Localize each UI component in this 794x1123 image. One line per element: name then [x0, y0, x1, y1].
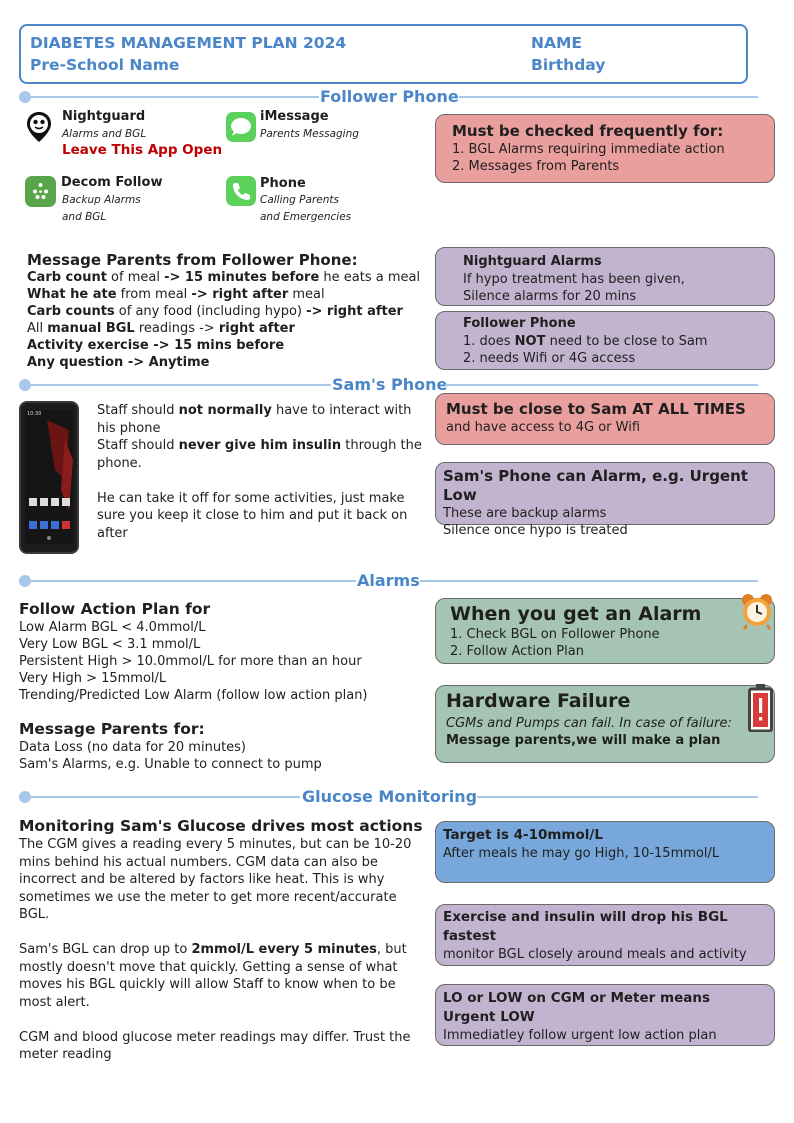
- box-title: LO or LOW on CGM or Meter means Urgent L…: [443, 990, 710, 1025]
- box-title: Exercise and insulin will drop his BGL f…: [443, 909, 728, 944]
- box-line: 1. BGL Alarms requiring immediate action: [452, 142, 725, 157]
- dexcom-follow-icon: [25, 176, 56, 207]
- exercise-insulin-box: Exercise and insulin will drop his BGL f…: [435, 904, 775, 966]
- app-dexcom-desc-1: Backup Alarms: [62, 194, 141, 206]
- follow-action-list: Low Alarm BGL < 4.0mmol/L Very Low BGL <…: [19, 620, 368, 703]
- child-birthday: Birthday: [531, 56, 606, 74]
- phone-status-time: 10:30: [27, 411, 42, 417]
- section-title: Sam's Phone: [332, 375, 448, 394]
- message-line: What he ate from meal -> right after mea…: [27, 287, 325, 302]
- message-line: Carb count of meal -> 15 minutes before …: [27, 270, 421, 285]
- box-title: Sam's Phone can Alarm, e.g. Urgent Low: [443, 467, 748, 504]
- target-range-box: Target is 4-10mmol/L After meals he may …: [435, 821, 775, 883]
- message-parents-for-list: Data Loss (no data for 20 minutes) Sam's…: [19, 740, 322, 772]
- app-dexcom-title: Decom Follow: [61, 175, 163, 190]
- urgent-low-box: LO or LOW on CGM or Meter means Urgent L…: [435, 984, 775, 1046]
- box-title: Nightguard Alarms: [463, 254, 602, 269]
- checked-frequently-box: Must be checked frequently for: 1. BGL A…: [435, 114, 775, 183]
- box-line: Silence alarms for 20 mins: [463, 289, 637, 304]
- message-line: Any question -> Anytime: [27, 355, 210, 370]
- nightguard-icon: [26, 111, 52, 143]
- box-title: Hardware Failure: [446, 690, 631, 712]
- box-line: Message parents,we will make a plan: [446, 733, 721, 748]
- app-phone-desc-2: and Emergencies: [260, 211, 352, 223]
- box-line: and have access to 4G or Wifi: [446, 420, 641, 435]
- section-title: Follower Phone: [320, 87, 459, 106]
- app-dexcom-desc-2: and BGL: [62, 211, 107, 223]
- app-nightguard-desc: Alarms and BGL: [62, 128, 147, 140]
- imessage-icon: [226, 112, 256, 142]
- box-line: If hypo treatment has been given,: [463, 272, 685, 287]
- app-phone-title: Phone: [260, 176, 306, 191]
- section-title: Glucose Monitoring: [302, 787, 478, 806]
- box-line: These are backup alarms: [443, 506, 607, 521]
- follower-phone-box: Follower Phone 1. does NOT need to be cl…: [435, 311, 775, 370]
- box-title: Target is 4-10mmol/L: [443, 827, 603, 843]
- header-box: DIABETES MANAGEMENT PLAN 2024 Pre-School…: [19, 24, 748, 84]
- message-line: All manual BGL readings -> right after: [27, 321, 295, 336]
- section-follower-phone: Follower Phone: [19, 87, 758, 106]
- preschool-name: Pre-School Name: [30, 56, 180, 74]
- box-title: Must be close to Sam AT ALL TIMES: [446, 400, 746, 418]
- sams-phone-alarm-box: Sam's Phone can Alarm, e.g. Urgent Low T…: [435, 462, 775, 538]
- box-line: 1. does NOT need to be close to Sam: [463, 334, 708, 349]
- box-line: Silence once hypo is treated: [443, 523, 628, 538]
- message-lines: Carb count of meal -> 15 minutes before …: [27, 269, 427, 371]
- message-title: Message Parents from Follower Phone:: [27, 251, 358, 269]
- plan-title: DIABETES MANAGEMENT PLAN 2024: [30, 34, 347, 52]
- message-parents-block: Message Parents from Follower Phone:: [27, 251, 427, 270]
- nightguard-alarms-box: Nightguard Alarms If hypo treatment has …: [435, 247, 775, 306]
- message-parents-for-title: Message Parents for:: [19, 720, 205, 738]
- follow-action-title: Follow Action Plan for: [19, 600, 211, 618]
- child-name: NAME: [531, 34, 582, 52]
- box-line: After meals he may go High, 10-15mmol/L: [443, 846, 720, 861]
- box-line: Immediatley follow urgent low action pla…: [443, 1028, 717, 1043]
- close-to-sam-box: Must be close to Sam AT ALL TIMES and ha…: [435, 393, 775, 445]
- section-sams-phone: Sam's Phone: [19, 375, 758, 394]
- box-title: Must be checked frequently for:: [452, 122, 724, 140]
- box-title: Follower Phone: [463, 316, 576, 331]
- message-line: Carb counts of any food (including hypo)…: [27, 304, 403, 319]
- section-glucose-monitoring: Glucose Monitoring: [19, 787, 758, 806]
- hardware-failure-box: Hardware Failure CGMs and Pumps can fail…: [435, 685, 775, 763]
- app-nightguard-warning: Leave This App Open: [62, 142, 223, 158]
- box-line: 2. needs Wifi or 4G access: [463, 351, 636, 366]
- app-imessage-desc: Parents Messaging: [260, 128, 359, 140]
- box-title: When you get an Alarm: [450, 603, 702, 625]
- app-imessage-title: iMessage: [260, 109, 329, 124]
- phone-image: 10:30: [19, 401, 79, 554]
- section-title: Alarms: [357, 571, 420, 590]
- section-alarms: Alarms: [19, 571, 758, 590]
- box-line: monitor BGL closely around meals and act…: [443, 947, 747, 962]
- message-line: Activity exercise -> 15 mins before: [27, 338, 285, 353]
- when-alarm-box: When you get an Alarm 1. Check BGL on Fo…: [435, 598, 775, 664]
- box-line: 2. Messages from Parents: [452, 159, 620, 174]
- box-line: 2. Follow Action Plan: [450, 644, 584, 659]
- sams-phone-text: Staff should not normally have to intera…: [97, 403, 422, 541]
- box-line: CGMs and Pumps can fail. In case of fail…: [446, 716, 732, 731]
- app-phone-desc-1: Calling Parents: [260, 194, 339, 206]
- alarm-clock-icon: [740, 592, 774, 630]
- battery-warning-icon: [748, 684, 773, 733]
- box-line: 1. Check BGL on Follower Phone: [450, 627, 660, 642]
- app-nightguard-title: Nightguard: [62, 109, 146, 124]
- phone-icon: [226, 176, 256, 206]
- glucose-title: Monitoring Sam's Glucose drives most act…: [19, 817, 423, 835]
- glucose-text: The CGM gives a reading every 5 minutes,…: [19, 837, 412, 1062]
